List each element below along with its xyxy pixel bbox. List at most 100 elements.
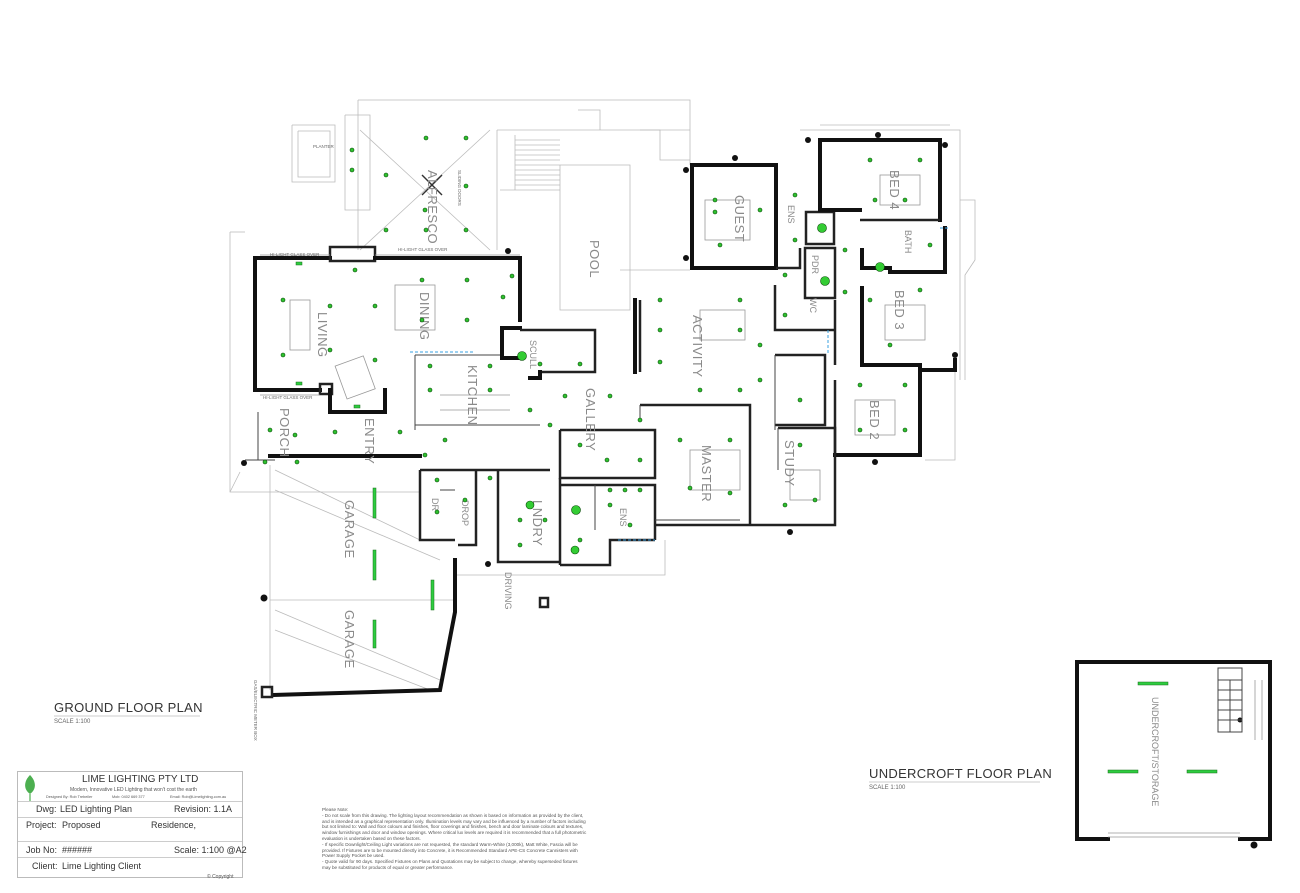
downlight [372, 303, 378, 309]
downlight [464, 317, 470, 323]
downlight [427, 363, 433, 369]
downlight [562, 393, 568, 399]
downlight [757, 342, 763, 348]
downlight [792, 237, 798, 243]
job-label: Job No: [26, 845, 58, 855]
downlight [332, 429, 338, 435]
downlight [267, 427, 273, 433]
notes-line: provided. If Fixtures are to be mounted … [322, 847, 578, 853]
downlight [887, 342, 893, 348]
downlight [757, 207, 763, 213]
notes-heading: Please Note: [322, 807, 349, 812]
downlight [737, 297, 743, 303]
downlight [902, 427, 908, 433]
exterior-light [805, 137, 811, 143]
leaf-logo [25, 775, 35, 801]
downlight [463, 135, 469, 141]
designer-name: Designed By: Rob Trebeiler [46, 795, 93, 799]
led-strip [430, 579, 435, 611]
copyright: © Copyright [207, 874, 234, 880]
downlight [712, 209, 718, 215]
designer-email: Email: Rob@Limelighting.com.au [170, 795, 227, 799]
title-block: LIME LIGHTING PTY LTD Modern, Innovative… [17, 771, 247, 878]
notes-line: evaluation is undertaken based on these … [322, 835, 421, 841]
downlight [442, 437, 448, 443]
downlight-large [875, 262, 885, 272]
dwg-value: LED Lighting Plan [60, 804, 133, 814]
downlight [262, 459, 268, 465]
room-labels: ALFRESCO POOL DINING LIVING KITCHEN SCUL… [253, 144, 913, 741]
downlight [797, 397, 803, 403]
downlight [857, 427, 863, 433]
exterior-light [942, 142, 948, 148]
downlight-large [517, 351, 527, 361]
downlight [487, 363, 493, 369]
downlight [697, 387, 703, 393]
downlight [280, 297, 286, 303]
ground-floor-walls [245, 138, 957, 699]
room-garage-2: GARAGE [342, 610, 357, 669]
notes-line: - If specific Downlight/Ceiling Light va… [322, 841, 578, 847]
downlight [423, 135, 429, 141]
downlight [427, 387, 433, 393]
downlight [677, 437, 683, 443]
notes-line: but not limited to: Wall and floor colou… [322, 824, 584, 830]
downlight [517, 542, 523, 548]
downlight [757, 377, 763, 383]
led-strip [1137, 681, 1169, 686]
downlight [627, 522, 633, 528]
room-dining: DINING [417, 292, 432, 341]
hi-light-label-1: HI-LIGHT GLASS OVER [270, 252, 320, 257]
room-bed2: BED 2 [867, 400, 882, 440]
downlight [917, 157, 923, 163]
downlight-large [820, 276, 830, 286]
downlight [463, 227, 469, 233]
downlight [717, 242, 723, 248]
downlight [782, 272, 788, 278]
downlight [487, 387, 493, 393]
downlight [637, 417, 643, 423]
downlight [349, 147, 355, 153]
furniture [289, 174, 926, 501]
led-strip [295, 261, 303, 266]
exterior-light [485, 561, 491, 567]
downlight [927, 242, 933, 248]
downlight [434, 477, 440, 483]
exterior-light [1250, 841, 1258, 849]
notes-line: may be substituted for products of equal… [322, 864, 454, 870]
downlight [352, 267, 358, 273]
led-strip [295, 381, 303, 386]
undercroft-title: UNDERCROFT FLOOR PLAN [869, 766, 1052, 781]
garage-meter-label: GAS/ELECTRIC METER BOX [253, 680, 258, 741]
room-bed4: BED 4 [887, 170, 902, 210]
led-strip [1186, 769, 1218, 774]
downlight [577, 442, 583, 448]
downlight [607, 393, 613, 399]
room-dr: DR [430, 498, 440, 511]
downlight [782, 312, 788, 318]
downlight [687, 485, 693, 491]
room-wc: WC [808, 298, 818, 313]
ground-plan-title: GROUND FLOOR PLAN SCALE 1:100 [54, 700, 203, 725]
designer-mobile: Mob: 0402 669 377 [112, 795, 145, 799]
exterior-light [872, 459, 878, 465]
exterior-light [875, 132, 881, 138]
notes-line: - Do not scale from this drawing. The li… [322, 812, 584, 818]
exterior-light [505, 248, 511, 254]
led-strip [372, 487, 377, 519]
room-study: STUDY [782, 440, 797, 487]
downlight [527, 407, 533, 413]
downlight [419, 317, 425, 323]
downlight [792, 192, 798, 198]
room-undercroft-storage: UNDERCROFT/STORAGE [1150, 697, 1160, 806]
downlight [294, 459, 300, 465]
downlight [657, 297, 663, 303]
downlight [607, 502, 613, 508]
led-strip [1107, 769, 1139, 774]
downlight [867, 157, 873, 163]
led-strip [353, 404, 361, 409]
room-gallery: GALLERY [583, 388, 598, 451]
sliding-doors-label: SLIDING DOORS [457, 170, 462, 206]
exterior-spotlights [241, 132, 1258, 849]
